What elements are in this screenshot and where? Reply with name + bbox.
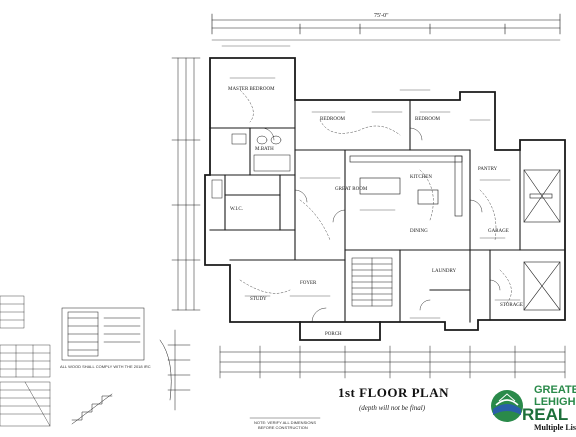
wall-section-detail — [61, 307, 145, 361]
room-label-porch: PORCH — [325, 332, 342, 337]
mls-logo: GREATE LEHIGH REAL Multiple Lis — [488, 383, 576, 432]
electrical-layout — [239, 89, 512, 306]
room-label-pantry: PANTRY — [478, 167, 498, 172]
plan-subtitle: (depth will not be final) — [358, 404, 426, 412]
exterior-walls — [204, 57, 566, 341]
room-label-closet: W.I.C. — [230, 207, 243, 212]
logo-line-4: Multiple Lis — [534, 423, 576, 432]
room-label-master-bedroom: MASTER BEDROOM — [228, 87, 275, 92]
verify-note-sub: BEFORE CONSTRUCTION — [258, 425, 308, 430]
room-label-laundry: LAUNDRY — [432, 269, 457, 274]
top-dimension-line — [211, 13, 561, 41]
schedule-note: ALL WOOD SHALL COMPLY WITH THE 2018 IRC — [60, 364, 151, 369]
door-swings — [261, 127, 501, 323]
room-label-master-bath: M.BATH — [255, 147, 274, 152]
bottom-dimension-lines — [219, 345, 566, 379]
logo-line-1: GREATE — [534, 384, 576, 396]
room-label-study: STUDY — [250, 297, 267, 302]
bath-fixtures — [211, 133, 291, 199]
schedule-table-left — [0, 295, 51, 427]
logo-line-2: LEHIGH — [534, 396, 576, 408]
overall-dimension-label: 75'-0" — [374, 13, 389, 19]
room-label-bedroom-left: BEDROOM — [320, 117, 346, 122]
room-label-kitchen: KITCHEN — [410, 175, 432, 180]
room-label-great-room: GREAT ROOM — [335, 187, 368, 192]
room-label-foyer: FOYER — [300, 281, 317, 286]
annotation-marks — [221, 45, 521, 319]
kitchen-counters — [349, 155, 463, 217]
left-dimension-lines — [171, 57, 201, 311]
logo-line-3: REAL — [522, 405, 569, 424]
room-label-storage: STORAGE — [500, 303, 523, 308]
verify-note: NOTE: VERIFY ALL DIMENSIONS — [254, 420, 317, 425]
plan-title: 1st FLOOR PLAN — [338, 385, 449, 400]
stair-section-detail — [71, 329, 191, 425]
stair-run — [351, 257, 393, 307]
room-label-dining: DINING — [410, 229, 428, 234]
sunrise-logo-icon — [491, 390, 523, 422]
garage-features — [523, 169, 561, 311]
interior-walls — [209, 99, 566, 323]
room-label-garage: GARAGE — [488, 229, 509, 234]
room-label-bedroom-right: BEDROOM — [415, 117, 441, 122]
